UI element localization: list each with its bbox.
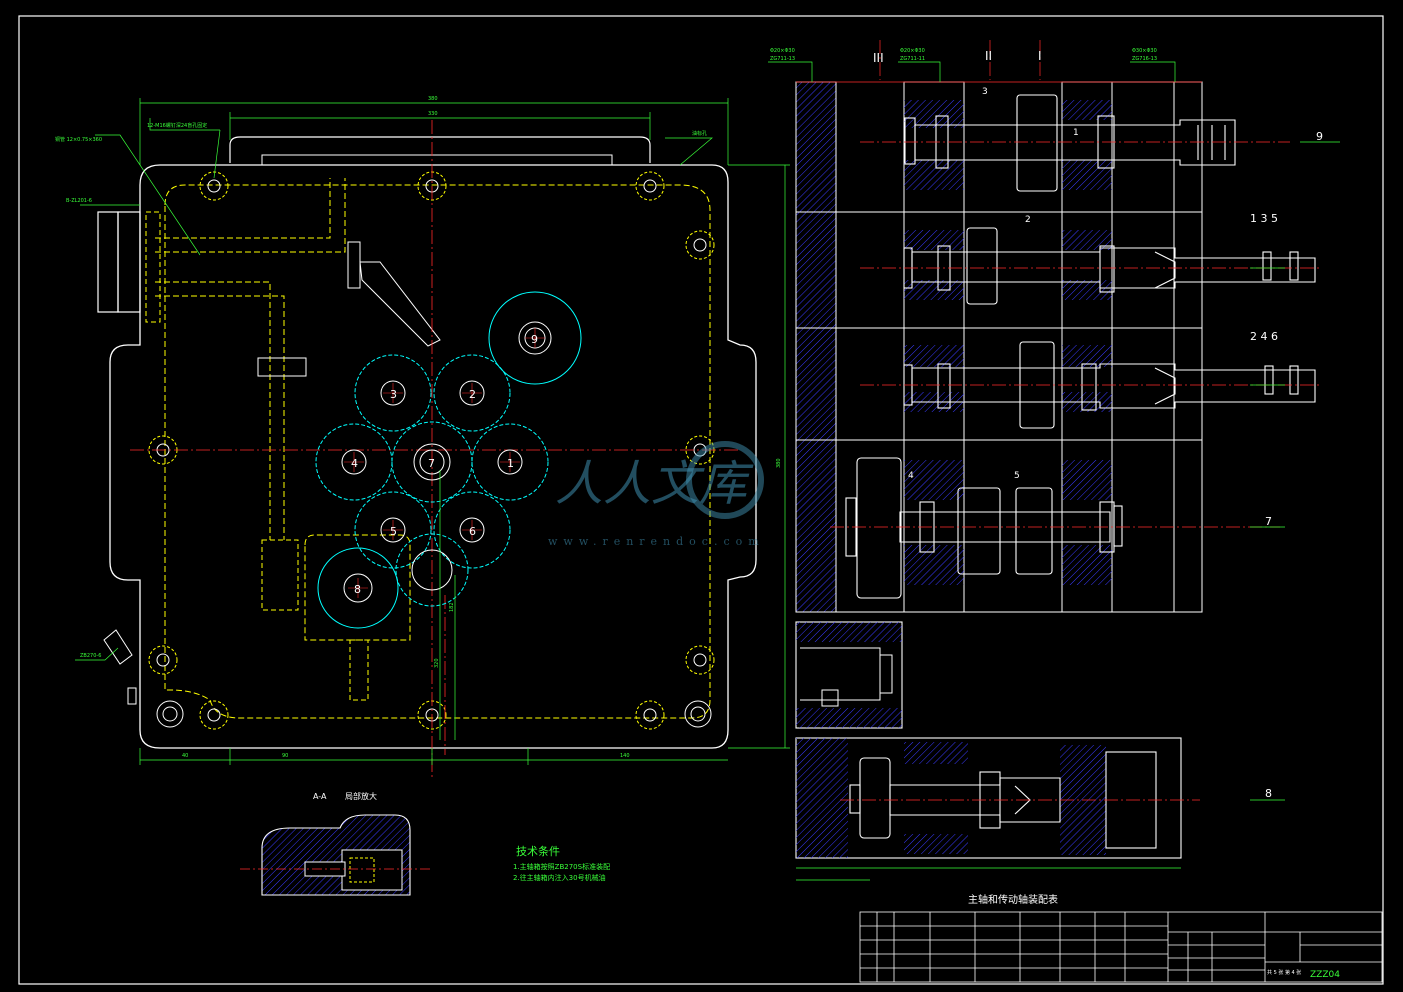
callout-3: 3 [982, 87, 988, 97]
note-bottom-left-part: ZB270-6 [80, 653, 101, 659]
dim-bottom-mid: 90 [282, 753, 288, 759]
note-left-part: B-ZL201-6 [66, 198, 92, 204]
spec-a2: ZG711-13 [770, 56, 795, 62]
tech-req-item-2: 2.往主轴箱内注入30号机械油 [513, 873, 606, 882]
dim-bottom-left: 40 [182, 753, 188, 759]
gear-label-3: 3 [390, 388, 397, 401]
gear-layout [315, 291, 582, 629]
gear-number-labels: 1 2 3 4 5 6 7 8 9 [351, 333, 538, 596]
shaft-label-8: 8 [1265, 787, 1272, 800]
callout-1: 1 [1073, 128, 1079, 138]
dim-top-inner: 330 [428, 111, 438, 117]
note-top-left: 12-M16螺钉深24盲孔固定 [147, 122, 207, 129]
shaft-label-246: 2 4 6 [1250, 330, 1278, 343]
table-title: 主轴和传动轴装配表 [968, 893, 1058, 906]
view-label-iii: III [873, 51, 884, 65]
gear-label-6: 6 [469, 525, 476, 538]
watermark-brand: 人人文库 [555, 456, 754, 512]
gear-label-2: 2 [469, 388, 476, 401]
shaft-label-9: 9 [1316, 130, 1323, 143]
spec-b2: ZG711-11 [900, 56, 925, 62]
spec-c: Φ30×Φ30 [1132, 48, 1157, 54]
note-top-right: 油标孔 [692, 130, 707, 137]
gear-label-1: 1 [507, 457, 514, 470]
drawing-border [18, 15, 1384, 985]
shaft-label-135: 1 3 5 [1250, 212, 1278, 225]
drawing-number: ZZZ04 [1310, 970, 1340, 980]
tech-req-title: 技术条件 [516, 844, 560, 858]
tech-req-item-1: 1.主轴箱按照ZB270S标准装配 [513, 862, 610, 871]
gear-label-9: 9 [531, 333, 538, 346]
watermark: 人人文库 www.renrendoc.com [548, 441, 765, 548]
spec-c2: ZG716-13 [1132, 56, 1157, 62]
spec-a: Φ20×Φ30 [770, 48, 795, 54]
gear-label-4: 4 [351, 457, 358, 470]
section-label: A-A [313, 792, 327, 801]
gear-label-7: 7 [428, 457, 435, 470]
shaft-sections [768, 40, 1340, 881]
callout-4: 4 [908, 471, 914, 481]
gear-label-5: 5 [390, 525, 397, 538]
dim-vert-b: 182 [449, 602, 455, 612]
gearbox-front-view [97, 120, 757, 780]
view-label-ii: II [985, 49, 992, 63]
spec-b: Φ20×Φ30 [900, 48, 925, 54]
sheet-count: 共 5 张 第 4 张 [1267, 969, 1301, 976]
section-title: 局部放大 [345, 791, 377, 801]
title-block [859, 911, 1383, 983]
note-oil-pipe: 铜管 12×0.75×360 [55, 136, 102, 143]
gear-label-8: 8 [354, 583, 361, 596]
callout-5: 5 [1014, 471, 1020, 481]
dim-right-height: 380 [776, 458, 782, 468]
callout-2: 2 [1025, 215, 1031, 225]
shaft-label-7: 7 [1265, 515, 1272, 528]
view-label-i: I [1038, 49, 1042, 63]
dim-vert-a: 320 [434, 658, 440, 668]
dim-bottom-right: 140 [620, 753, 630, 759]
main-view-dimensions [75, 98, 790, 765]
dim-top-overall: 380 [428, 96, 438, 102]
section-aa-detail [240, 814, 430, 896]
watermark-url: www.renrendoc.com [548, 535, 765, 548]
